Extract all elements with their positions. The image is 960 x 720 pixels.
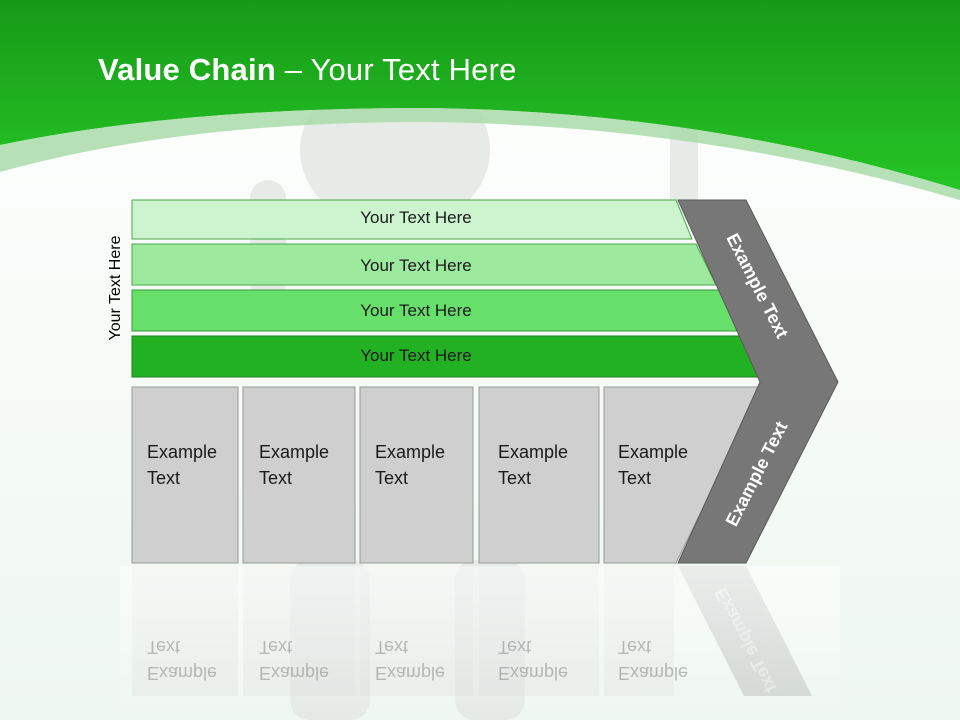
header-swoosh — [0, 108, 960, 200]
card-label-1: Example Text — [147, 439, 247, 491]
card-label-4: Example Text — [498, 439, 598, 491]
activity-card-2 — [242, 386, 356, 564]
card-reflection-1: Example Text — [147, 634, 247, 686]
card-label-line: Text — [375, 468, 409, 488]
bar-label-4: Your Text Here — [360, 346, 472, 365]
card-label-5: Example Text — [618, 439, 718, 491]
slide-title: Value Chain – Your Text Here — [98, 52, 517, 88]
bar-label-1: Your Text Here — [360, 208, 472, 227]
reflection-line: Example — [375, 663, 446, 683]
card-label-line: Example — [147, 442, 218, 462]
card-reflection-5: Example Text — [618, 634, 718, 686]
header-band — [0, 0, 960, 190]
reflection-line: Text — [375, 637, 409, 657]
reflection-line: Text — [147, 637, 181, 657]
card-label-line: Example — [375, 442, 446, 462]
reflection-line: Example — [259, 663, 330, 683]
card-label-line: Text — [618, 468, 652, 488]
activity-card-4 — [478, 386, 600, 564]
reflection-line: Text — [259, 637, 293, 657]
card-label-3: Example Text — [375, 439, 475, 491]
title-bold: Value Chain — [98, 52, 276, 87]
activity-card-1 — [131, 386, 239, 564]
card-reflection-4: Example Text — [498, 634, 598, 686]
card-label-line: Example — [618, 442, 689, 462]
activity-card-5 — [603, 386, 763, 564]
reflection-line: Example — [498, 663, 569, 683]
bar-label-3: Your Text Here — [360, 301, 472, 320]
value-bar-1 — [131, 199, 693, 240]
card-label-line: Text — [498, 468, 532, 488]
activity-card-3 — [359, 386, 474, 564]
reflection-line: Text — [618, 637, 652, 657]
card-label-line: Example — [498, 442, 569, 462]
bar-label-2: Your Text Here — [360, 256, 472, 275]
side-label: Your Text Here — [107, 235, 124, 341]
card-label-line: Text — [259, 468, 293, 488]
reflection-line: Example — [147, 663, 218, 683]
reflection-line: Example — [618, 663, 689, 683]
title-rest: – Your Text Here — [275, 52, 517, 87]
margin-chevron — [677, 199, 839, 564]
reflection-line: Text — [498, 637, 532, 657]
card-reflection-3: Example Text — [375, 634, 475, 686]
card-label-line: Example — [259, 442, 330, 462]
card-label-2: Example Text — [259, 439, 359, 491]
card-reflection-2: Example Text — [259, 634, 359, 686]
card-label-line: Text — [147, 468, 181, 488]
